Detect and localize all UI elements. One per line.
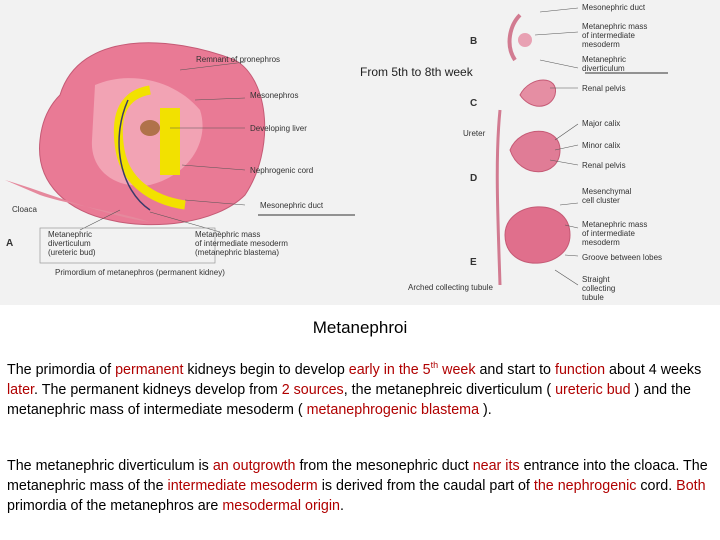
stage-d-kidney: [509, 130, 561, 173]
label-nephrogenic: Nephrogenic cord: [250, 166, 313, 175]
paragraph-1: The primordia of permanent kidneys begin…: [7, 360, 713, 420]
p1-text-3: and start to: [475, 362, 555, 378]
label-r-metadiv-2: diverticulum: [582, 64, 625, 73]
p1-text-5: . The permanent kidneys develop from: [34, 382, 282, 398]
page-title: Metanephroi: [312, 318, 408, 337]
mesonephros-yellow: [160, 108, 180, 175]
label-arched: Arched collecting tubule: [408, 283, 493, 292]
label-E: E: [470, 257, 477, 268]
p2-highlight-1: an outgrowth: [212, 458, 296, 474]
label-r-metamass2-1: Metanephric mass: [582, 220, 647, 229]
figure-illustration: Remnant of pronephros Mesonephros Develo…: [5, 3, 668, 302]
p2-text-3: entrance into the cloaca. The metanephri…: [7, 458, 708, 494]
label-straight-2: collecting: [582, 284, 615, 293]
p1-highlight-8: metanephrogenic blastema: [306, 402, 480, 418]
label-r-metamass-3: mesoderm: [582, 40, 620, 49]
p1-highlight-4: function: [554, 362, 606, 378]
label-B: B: [470, 36, 477, 47]
p1-highlight-1: permanent: [115, 362, 184, 378]
label-D: D: [470, 173, 477, 184]
label-groove: Groove between lobes: [582, 253, 662, 262]
p1-text-2: kidneys begin to develop: [183, 362, 349, 378]
p2-highlight-2: near its: [472, 458, 520, 474]
label-r-metamass-1: Metanephric mass: [582, 22, 647, 31]
stage-b-duct: [507, 13, 522, 62]
p2-highlight-6: mesodermal origin: [222, 498, 340, 514]
label-A: A: [6, 238, 13, 249]
label-mesonephros: Mesonephros: [250, 91, 298, 100]
label-r-metadiv-1: Metanephric: [582, 55, 626, 64]
p2-text-1: The metanephric diverticulum is: [7, 458, 213, 474]
developing-liver: [140, 120, 160, 136]
stage-e-kidney: [504, 206, 571, 264]
label-mesench-2: cell cluster: [582, 196, 620, 205]
p2-text-6: primordia of the metanephros are: [7, 498, 223, 514]
label-remnant: Remnant of pronephros: [196, 55, 280, 64]
p1-highlight-7: ureteric bud: [555, 382, 631, 398]
label-C: C: [470, 98, 477, 109]
p1-text-4: about 4 weeks: [605, 362, 702, 378]
p1-text-1: The primordia of: [7, 362, 116, 378]
stage-c-kidney: [519, 79, 556, 107]
label-straight-1: Straight: [582, 275, 610, 284]
p1-text-6: , the metanephreic diverticulum (: [343, 382, 556, 398]
stage-b-bud: [518, 33, 532, 47]
label-metadiv-2: diverticulum: [48, 239, 91, 248]
p2-highlight-5: Both: [676, 478, 706, 494]
nephrogenic-cord: [113, 85, 186, 210]
figure-caption: From 5th to 8th week: [360, 65, 474, 79]
label-ureter: Ureter: [463, 129, 486, 138]
label-metamass-1: Metanephric mass: [195, 230, 260, 239]
label-r-metamass2-2: of intermediate: [582, 229, 635, 238]
label-cloaca: Cloaca: [12, 205, 37, 214]
label-r-metamass2-3: mesoderm: [582, 238, 620, 247]
p1-highlight-6: 2 sources: [281, 382, 344, 398]
label-minor: Minor calix: [582, 141, 620, 150]
p2-text-4: is derived from the caudal part of: [317, 478, 534, 494]
label-r-mesoduct: Mesonephric duct: [582, 3, 646, 12]
p1-highlight-2: early in the 5: [348, 362, 431, 378]
label-straight-3: tubule: [582, 293, 604, 302]
p1-superscript: th: [430, 360, 439, 371]
label-primordium: Primordium of metanephros (permanent kid…: [55, 268, 225, 277]
label-mesench-1: Mesenchymal: [582, 187, 632, 196]
ureter-line: [495, 109, 502, 286]
label-metamass-3: (metanephric blastema): [195, 248, 279, 257]
label-r-metamass-2: of intermediate: [582, 31, 635, 40]
label-r-pelvis: Renal pelvis: [582, 84, 626, 93]
p2-text-7: .: [339, 498, 344, 514]
p2-highlight-4: the nephrogenic: [533, 478, 637, 494]
p2-text-5: cord.: [636, 478, 677, 494]
label-liver: Developing liver: [250, 124, 307, 133]
label-mesoduct: Mesonephric duct: [260, 201, 324, 210]
label-metamass-2: of intermediate mesoderm: [195, 239, 288, 248]
p1-text-7: ) and the metanephric mass of intermedia…: [7, 382, 691, 418]
label-r-pelvis2: Renal pelvis: [582, 161, 626, 170]
right-leader-lines: [534, 7, 579, 286]
label-metadiv-3: (ureteric bud): [48, 248, 96, 257]
p1-highlight-5: later: [7, 382, 35, 398]
leader-lines: [79, 61, 246, 233]
p2-highlight-3: intermediate mesoderm: [167, 478, 318, 494]
label-metadiv-1: Metanephric: [48, 230, 92, 239]
p1-highlight-3: week: [438, 362, 476, 378]
tail-region: [5, 180, 150, 222]
p2-text-2: from the mesonephric duct: [295, 458, 473, 474]
embryo-figure: Remnant of pronephros Mesonephros Develo…: [0, 0, 720, 305]
label-major: Major calix: [582, 119, 620, 128]
p1-text-8: ).: [479, 402, 492, 418]
paragraph-2: The metanephric diverticulum is an outgr…: [7, 456, 713, 516]
mesonephric-duct-line: [118, 99, 151, 211]
